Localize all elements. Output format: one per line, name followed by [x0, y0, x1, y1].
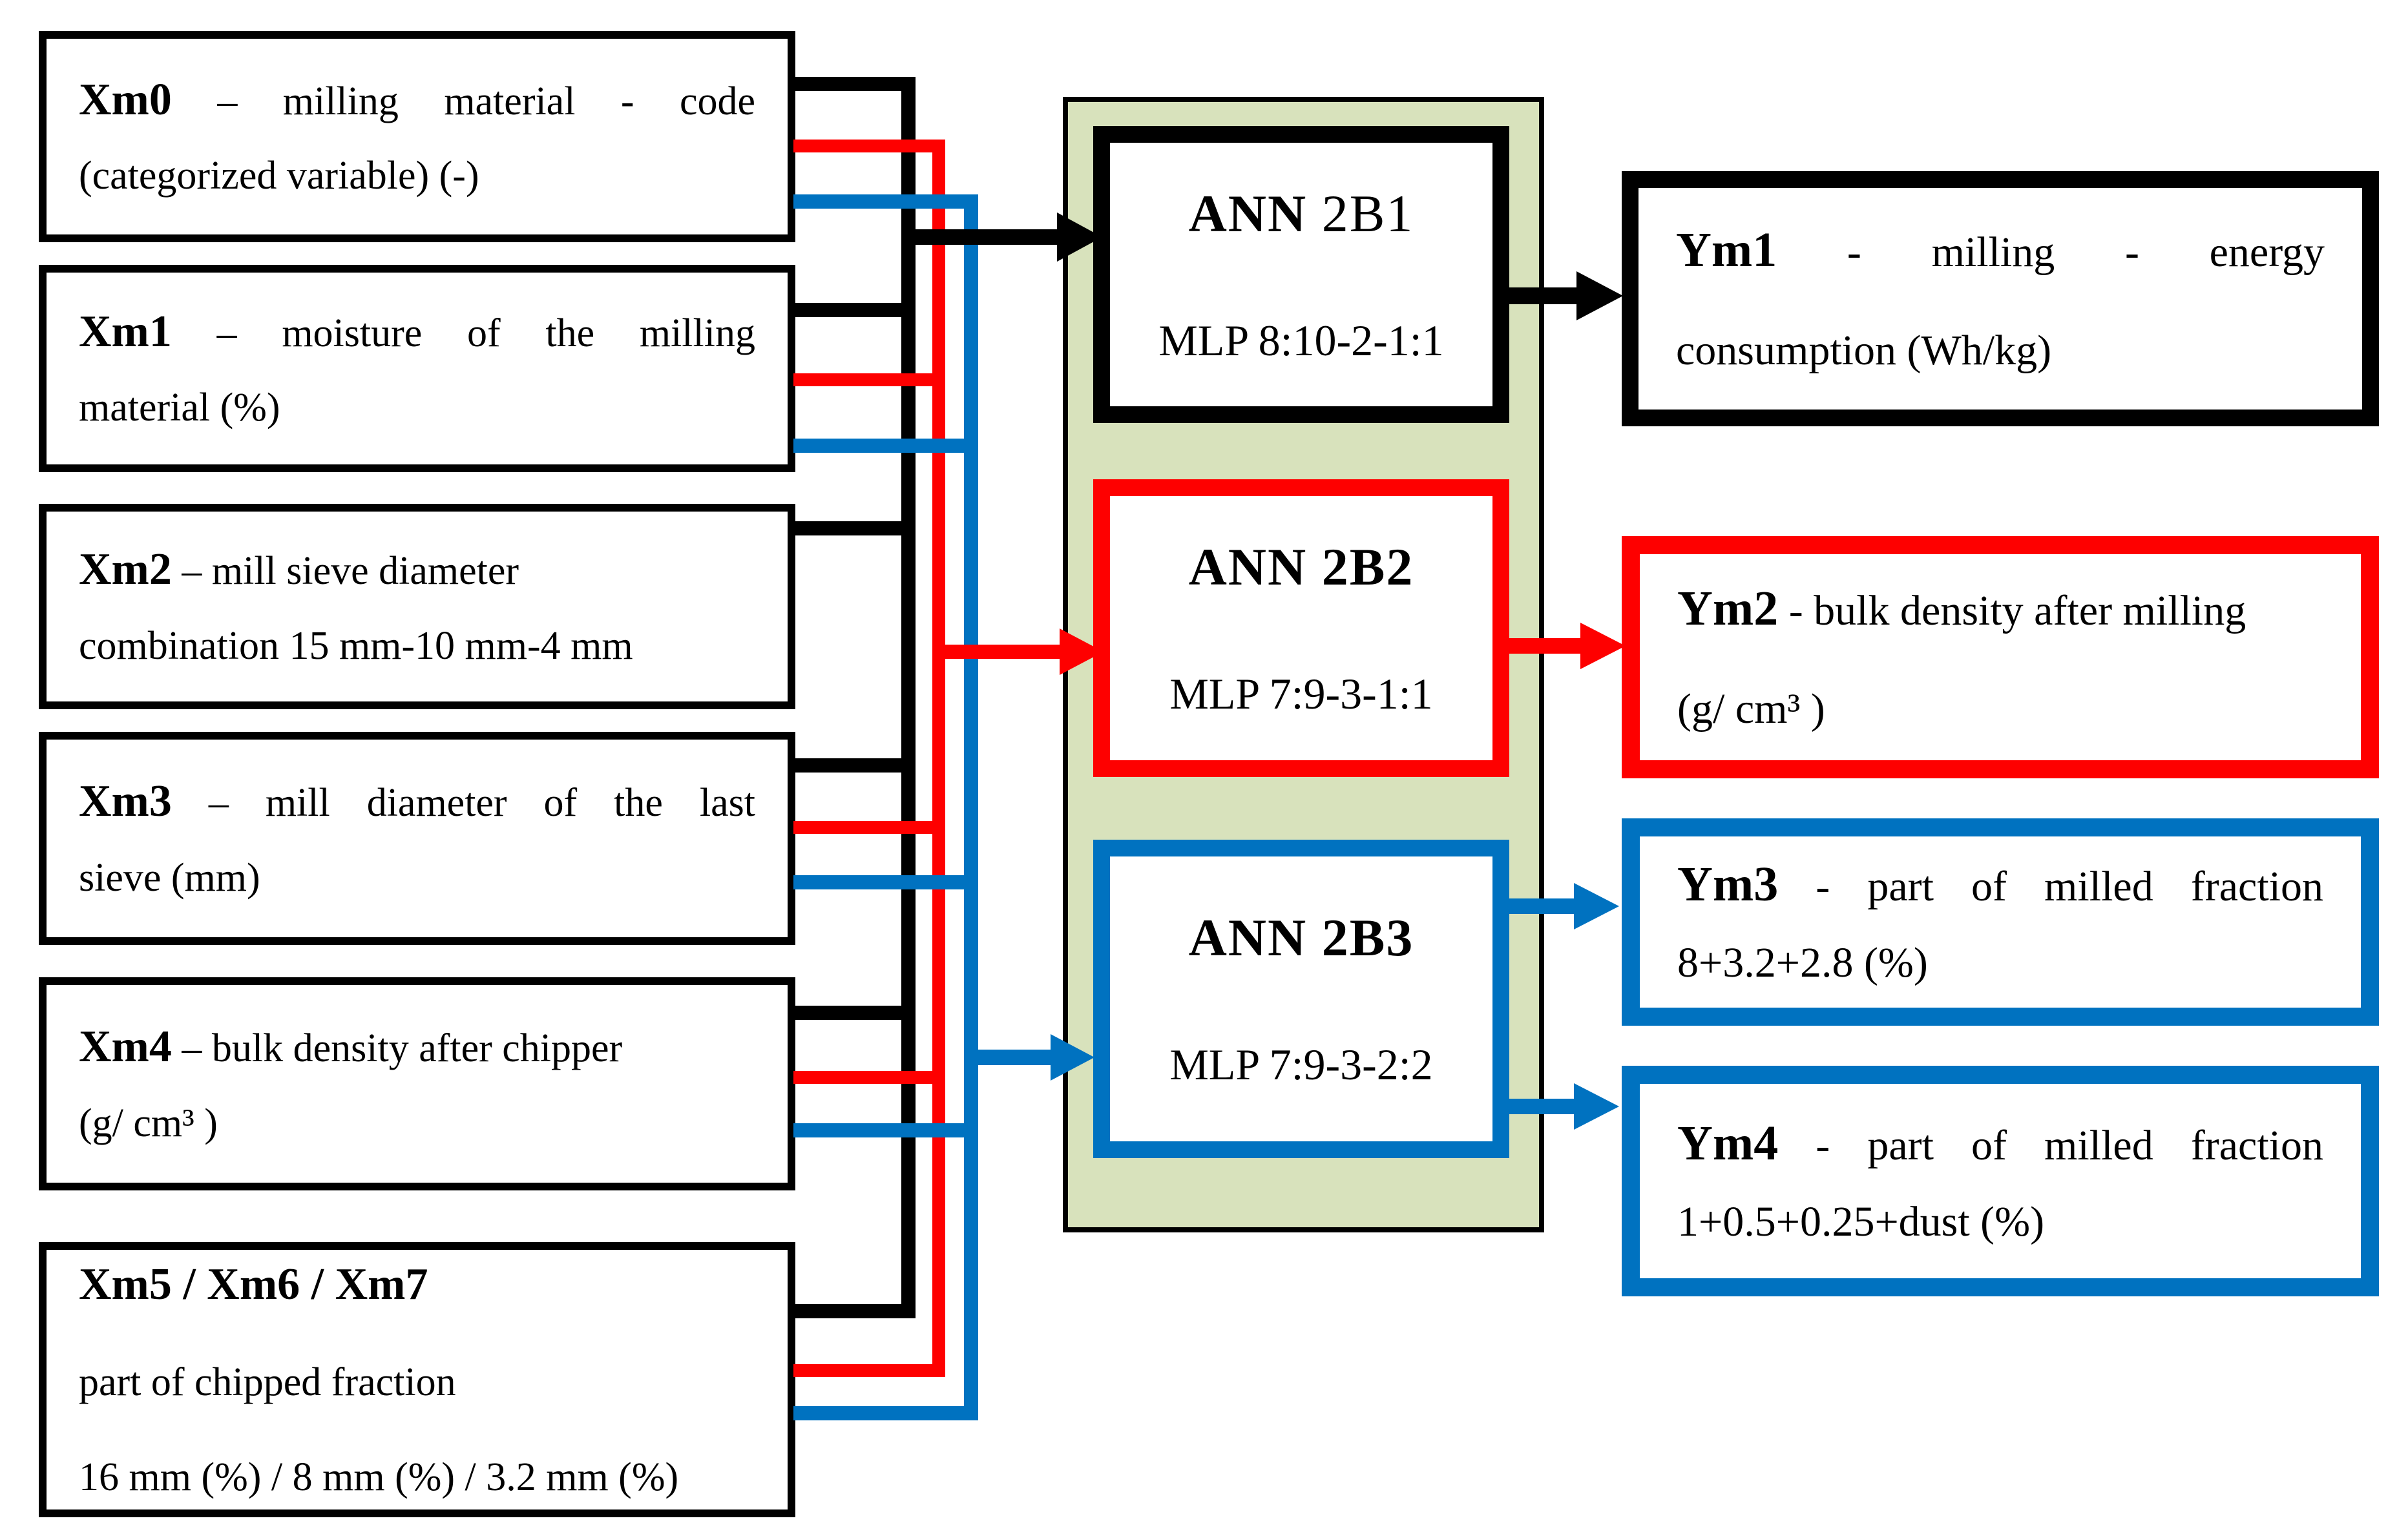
- ann-2b2-title-code: 2B2: [1321, 537, 1414, 596]
- input-xm0-line2: (categorized variable) (-): [79, 154, 479, 198]
- input-xm567-line2: part of chipped fraction: [79, 1360, 456, 1405]
- output-ym3-label: Ym3: [1677, 856, 1779, 911]
- output-ym2-desc: - bulk density after milling: [1778, 586, 2246, 634]
- ann-2b2-title: ANN 2B2: [1189, 537, 1414, 597]
- output-box-ym1: Ym1 - milling - energy consumption (Wh/k…: [1622, 171, 2379, 426]
- input-xm1-desc: – moisture of the milling: [171, 311, 755, 355]
- input-box-xm2: Xm2 – mill sieve diameter combination 15…: [39, 504, 795, 709]
- ann-2b3-mlp: MLP 7:9-3-2:2: [1169, 1040, 1433, 1089]
- black-input-net: [793, 77, 916, 1318]
- input-box-xm3: Xm3 – mill diameter of the last sieve (m…: [39, 732, 795, 945]
- output-box-ym3: Ym3 - part of milled fraction 8+3.2+2.8 …: [1622, 818, 2379, 1026]
- input-box-xm5-xm6-xm7: Xm5 / Xm6 / Xm7 part of chipped fraction…: [39, 1242, 795, 1517]
- output-ym1-label: Ym1: [1676, 222, 1777, 277]
- black-arrowhead-ym1: [1576, 271, 1623, 320]
- blue-arrowhead-ym3: [1574, 883, 1619, 929]
- input-xm2-label: Xm2: [79, 545, 172, 595]
- ann-2b1-mlp: MLP 8:10-2-1:1: [1158, 315, 1444, 365]
- input-xm4-line2: (g/ cm³ ): [79, 1101, 218, 1145]
- output-ym2-line1: Ym2 - bulk density after milling: [1677, 581, 2323, 637]
- input-xm2-desc: – mill sieve diameter: [171, 549, 519, 594]
- ann-2b1-title-prefix: ANN: [1188, 183, 1308, 243]
- output-ym1-desc: - milling - energy: [1777, 228, 2325, 276]
- input-xm0-line1: Xm0 – milling material - code: [79, 74, 755, 127]
- input-xm3-label: Xm3: [79, 776, 172, 827]
- output-box-ym2: Ym2 - bulk density after milling (g/ cm³…: [1622, 536, 2379, 778]
- input-xm1-line1: Xm1 – moisture of the milling: [79, 306, 755, 359]
- ann-2b1-title-code: 2B1: [1321, 183, 1414, 243]
- red-input-net: [793, 140, 945, 1377]
- input-xm4-label: Xm4: [79, 1022, 172, 1072]
- output-ym1-line1: Ym1 - milling - energy: [1676, 222, 2325, 278]
- input-xm567-line1: Xm5 / Xm6 / Xm7: [79, 1258, 755, 1312]
- ann-2b3-title-code: 2B3: [1321, 908, 1414, 967]
- output-ym1-line2: consumption (Wh/kg): [1676, 327, 2052, 375]
- output-ym4-line1: Ym4 - part of milled fraction: [1677, 1115, 2323, 1172]
- input-box-xm4: Xm4 – bulk density after chipper (g/ cm³…: [39, 977, 795, 1190]
- output-ym3-line1: Ym3 - part of milled fraction: [1677, 856, 2323, 913]
- output-ym4-label: Ym4: [1677, 1115, 1779, 1170]
- output-ym3-line2: 8+3.2+2.8 (%): [1677, 939, 1928, 987]
- input-xm3-line2: sieve (mm): [79, 855, 260, 900]
- output-ym2-line2: (g/ cm³ ): [1677, 685, 1825, 733]
- output-ym4-line2: 1+0.5+0.25+dust (%): [1677, 1198, 2045, 1246]
- input-xm3-line1: Xm3 – mill diameter of the last: [79, 775, 755, 829]
- ann-2b3-box: ANN 2B3 MLP 7:9-3-2:2: [1093, 840, 1509, 1158]
- ann-2b2-mlp: MLP 7:9-3-1:1: [1169, 669, 1433, 718]
- input-box-xm1: Xm1 – moisture of the milling material (…: [39, 265, 795, 472]
- input-xm4-desc: – bulk density after chipper: [171, 1026, 623, 1071]
- input-xm4-line1: Xm4 – bulk density after chipper: [79, 1021, 755, 1074]
- output-ym3-desc: - part of milled fraction: [1778, 862, 2323, 910]
- input-xm2-line1: Xm2 – mill sieve diameter: [79, 543, 755, 597]
- blue-input-net: [793, 194, 978, 1420]
- ann-2b1-title: ANN 2B1: [1189, 183, 1414, 244]
- blue-arrowhead-ym4: [1574, 1083, 1619, 1130]
- input-xm567-label: Xm5 / Xm6 / Xm7: [79, 1259, 428, 1309]
- input-xm2-line2: combination 15 mm-10 mm-4 mm: [79, 623, 633, 668]
- output-ym2-label: Ym2: [1677, 581, 1779, 636]
- red-arrowhead-ym2: [1580, 623, 1626, 669]
- input-box-xm0: Xm0 – milling material - code (categoriz…: [39, 31, 795, 242]
- ann-2b2-box: ANN 2B2 MLP 7:9-3-1:1: [1093, 479, 1509, 777]
- ann-2b3-title-prefix: ANN: [1188, 908, 1308, 967]
- input-xm0-label: Xm0: [79, 74, 172, 125]
- input-xm1-label: Xm1: [79, 306, 172, 357]
- ann-2b2-title-prefix: ANN: [1188, 537, 1308, 596]
- output-box-ym4: Ym4 - part of milled fraction 1+0.5+0.25…: [1622, 1066, 2379, 1296]
- ann-2b1-box: ANN 2B1 MLP 8:10-2-1:1: [1093, 126, 1509, 423]
- output-ym4-desc: - part of milled fraction: [1778, 1121, 2323, 1169]
- input-xm0-desc: – milling material - code: [171, 79, 755, 123]
- input-xm3-desc: – mill diameter of the last: [171, 781, 755, 825]
- input-xm1-line2: material (%): [79, 386, 280, 430]
- input-xm567-line3: 16 mm (%) / 8 mm (%) / 3.2 mm (%): [79, 1455, 679, 1500]
- ann-2b3-title: ANN 2B3: [1189, 908, 1414, 968]
